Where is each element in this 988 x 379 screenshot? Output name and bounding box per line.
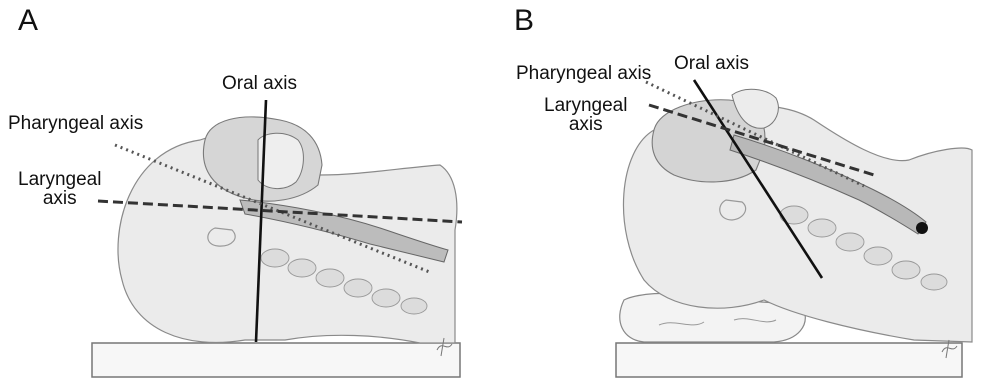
laryngeal-axis-label: Laryngeal axis xyxy=(18,170,101,208)
laryngeal-axis-label-line2: axis xyxy=(544,115,627,134)
table-surface xyxy=(92,343,460,377)
laryngeal-axis-label-line1: Laryngeal xyxy=(544,96,627,115)
pharyngeal-axis-label: Pharyngeal axis xyxy=(516,64,651,83)
pharyngeal-axis-label: Pharyngeal axis xyxy=(8,114,143,133)
panel-a: A Oral axis Pharyngeal axis Laryngeal ax… xyxy=(0,0,494,379)
oral-axis-label: Oral axis xyxy=(222,74,297,93)
laryngeal-axis-label-line2: axis xyxy=(18,189,101,208)
panel-b: B Oral axis Pharyngeal axis Laryngeal ax… xyxy=(494,0,988,379)
laryngeal-axis-label-line1: Laryngeal xyxy=(18,170,101,189)
laryngeal-axis-label: Laryngeal axis xyxy=(544,96,627,134)
panel-letter: B xyxy=(514,4,534,38)
panel-letter: A xyxy=(18,4,38,38)
airway-end xyxy=(916,222,928,234)
oral-axis-label: Oral axis xyxy=(674,54,749,73)
table-surface xyxy=(616,343,962,377)
